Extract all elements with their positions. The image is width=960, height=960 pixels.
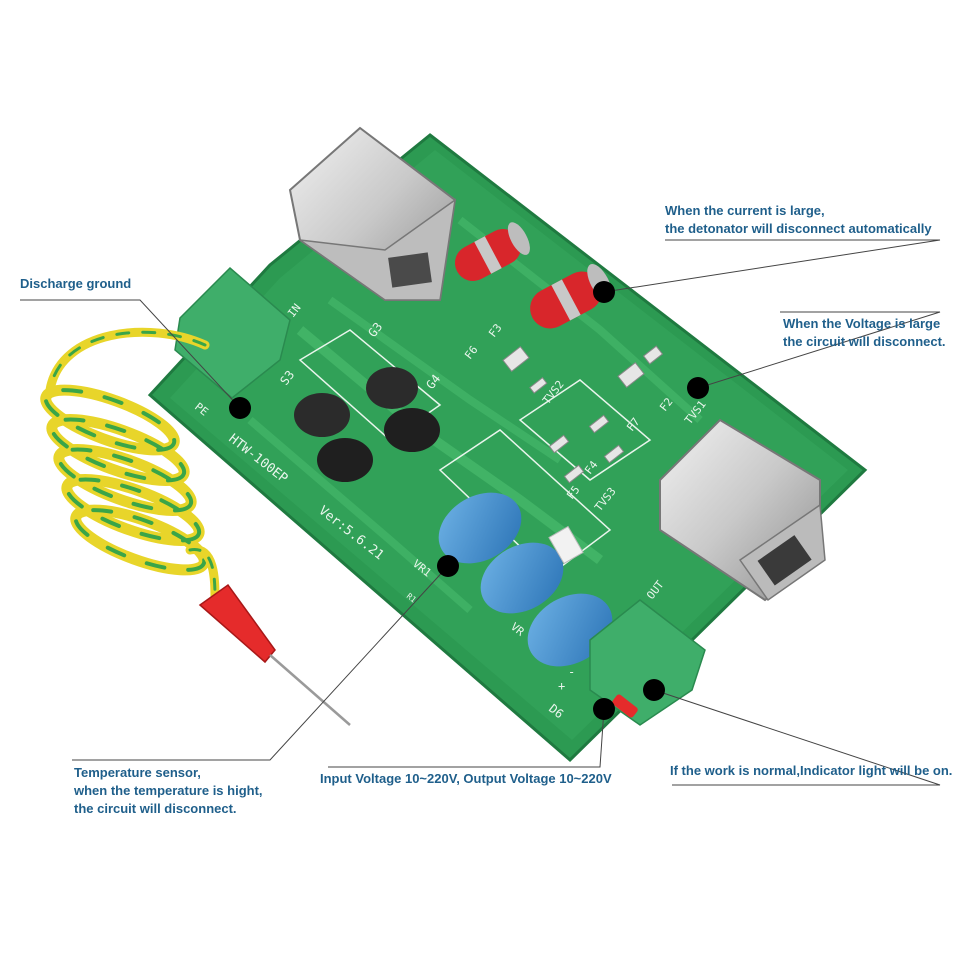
inductors <box>294 367 440 482</box>
callout-voltage-large-line-1: When the Voltage is large <box>783 316 941 331</box>
ground-wire-coil <box>40 327 220 605</box>
marker-input-output <box>593 698 615 720</box>
marker-dots <box>229 281 709 720</box>
callout-temperature-sensor-line-1: Temperature sensor, <box>74 765 201 780</box>
callout-input-output: Input Voltage 10~220V, Output Voltage 10… <box>320 770 612 788</box>
smd-components <box>502 345 664 484</box>
gas-discharge-tubes <box>454 222 612 329</box>
label-f6: F6 <box>462 343 480 361</box>
label-in: IN <box>285 301 303 319</box>
label-pe: PE <box>192 400 210 418</box>
callout-detonator-line-2: the detonator will disconnect automatica… <box>665 221 932 236</box>
callout-indicator-line-1: If the work is normal,Indicator light wi… <box>670 763 953 778</box>
callout-voltage-large-line-2: the circuit will disconnect. <box>783 334 946 349</box>
marker-detonator <box>593 281 615 303</box>
rj45-input-jack <box>288 126 457 301</box>
callout-voltage-large: When the Voltage is large the circuit wi… <box>783 315 946 351</box>
label-f3: F3 <box>486 321 504 339</box>
marker-voltage-large <box>687 377 709 399</box>
callout-temperature-sensor: Temperature sensor, when the temperature… <box>74 764 263 818</box>
label-f5: F5 <box>564 483 582 501</box>
callout-input-output-line-1: Input Voltage 10~220V, Output Voltage 10… <box>320 771 612 786</box>
callout-detonator: When the current is large, the detonator… <box>665 202 932 238</box>
callout-detonator-line-1: When the current is large, <box>665 203 825 218</box>
callout-temperature-sensor-line-2: when the temperature is hight, <box>74 783 263 798</box>
callout-indicator: If the work is normal,Indicator light wi… <box>670 762 952 780</box>
callout-discharge-ground: Discharge ground <box>20 275 131 293</box>
marker-indicator <box>643 679 665 701</box>
label-f2: F2 <box>657 395 675 413</box>
marker-temperature-sensor <box>437 555 459 577</box>
leader-lines <box>20 239 941 786</box>
marker-discharge-ground <box>229 397 251 419</box>
indicator-led <box>612 694 638 718</box>
callout-temperature-sensor-line-3: the circuit will disconnect. <box>74 801 237 816</box>
rj45-output-jack <box>659 418 826 602</box>
label-minus: - <box>568 665 575 679</box>
callout-discharge-ground-line-1: Discharge ground <box>20 276 132 291</box>
crimp-terminal <box>198 583 351 726</box>
label-plus: + <box>558 679 565 693</box>
label-f7: F7 <box>624 415 642 433</box>
terminal-blocks <box>174 266 706 726</box>
